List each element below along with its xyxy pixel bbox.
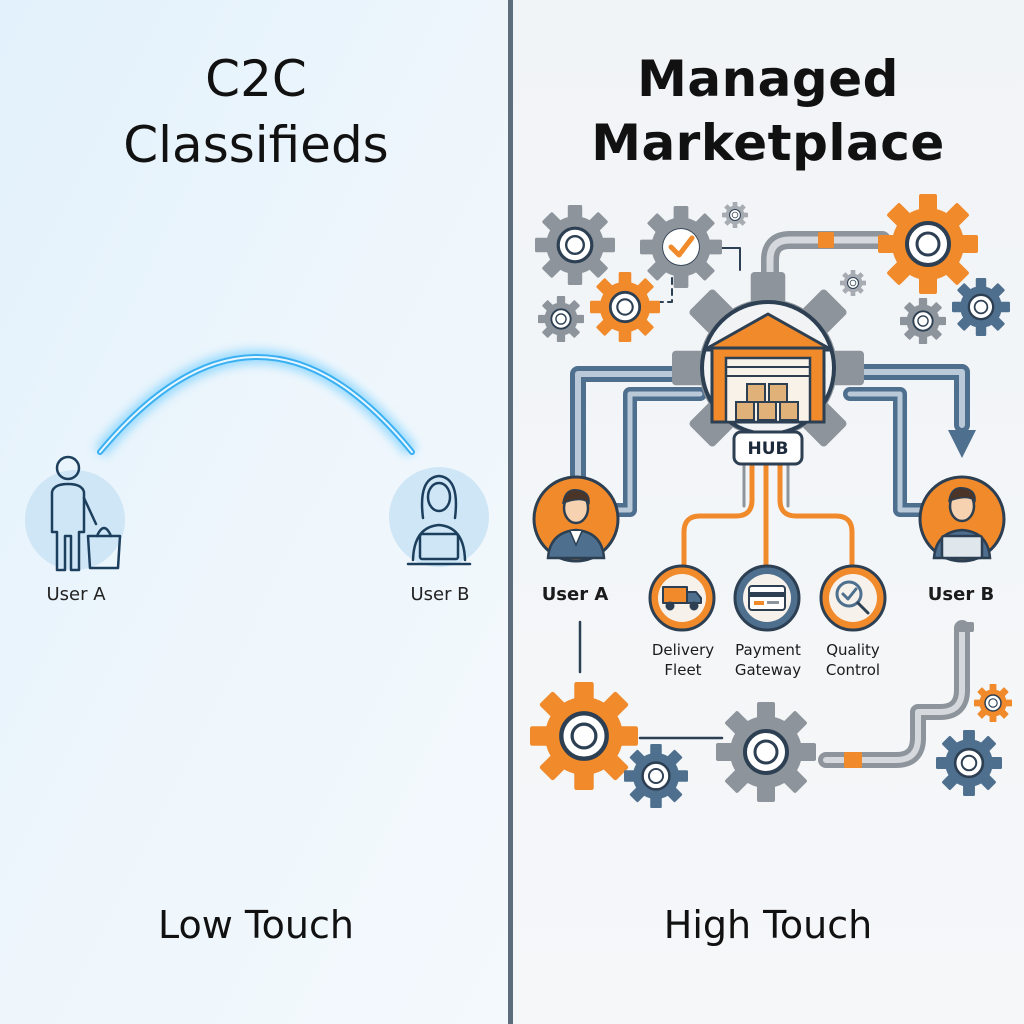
- gear-icon: [950, 276, 1012, 338]
- person-with-bag-icon: [50, 455, 122, 572]
- magnifier-check-icon: [835, 580, 870, 615]
- right-user-b-avatar: [918, 475, 1006, 563]
- hub-gear: HUB: [672, 272, 864, 464]
- gear-icon: [714, 700, 818, 804]
- hub-label: HUB: [748, 439, 789, 459]
- service-payment-line2: Gateway: [735, 661, 801, 679]
- service-payment-gateway: [733, 564, 801, 632]
- service-quality-line2: Control: [826, 661, 880, 679]
- left-footer-label: Low Touch: [158, 903, 354, 947]
- left-user-a-avatar: [25, 455, 125, 572]
- pipe-valve: [818, 232, 834, 248]
- user-icon: [546, 489, 606, 560]
- service-delivery-fleet: [648, 564, 716, 632]
- truck-icon: [662, 586, 702, 611]
- checkmark-icon: [668, 235, 695, 258]
- check-gear: [638, 204, 724, 290]
- service-delivery-line1: Delivery: [652, 641, 714, 659]
- user-laptop-icon: [932, 487, 992, 560]
- left-user-b-label: User B: [410, 584, 469, 605]
- right-title-line2: Marketplace: [591, 114, 945, 172]
- gear-icon: [533, 203, 617, 287]
- service-delivery-line2: Fleet: [664, 661, 701, 679]
- gear-icon: [588, 270, 662, 344]
- gear-icon: [899, 297, 947, 345]
- gear-icon: [622, 742, 690, 810]
- gear-icon: [876, 192, 980, 296]
- panel-divider: [508, 0, 513, 1024]
- pipe-network: [570, 231, 970, 768]
- right-user-b-label: User B: [928, 584, 994, 605]
- left-user-a-label: User A: [46, 584, 106, 605]
- gear-icon: [721, 201, 749, 229]
- service-quality-control: [819, 564, 887, 632]
- service-quality-line1: Quality: [826, 641, 880, 659]
- left-title-line1: C2C: [205, 50, 307, 108]
- service-payment-line1: Payment: [735, 641, 801, 659]
- left-title-line2: Classifieds: [123, 116, 388, 174]
- person-laptop-icon: [406, 474, 472, 566]
- right-footer-label: High Touch: [664, 903, 872, 947]
- gear-icon: [839, 269, 867, 297]
- pipe-valve: [844, 752, 862, 768]
- left-user-b-avatar: [389, 467, 489, 567]
- right-title-line1: Managed: [637, 50, 899, 108]
- direct-connection-arc: [94, 350, 418, 457]
- hub-badge: [732, 430, 804, 466]
- gear-icon: [537, 295, 585, 343]
- credit-card-icon: [748, 585, 786, 611]
- right-user-a-label: User A: [542, 584, 609, 605]
- arrow-down-icon: [948, 430, 976, 458]
- gear-icon: [530, 682, 638, 790]
- gear-icon: [934, 728, 1004, 798]
- right-user-a-avatar: [532, 475, 620, 563]
- pipe-cap: [958, 622, 974, 632]
- warehouse-icon: [702, 312, 834, 424]
- gear-icon: [973, 683, 1013, 723]
